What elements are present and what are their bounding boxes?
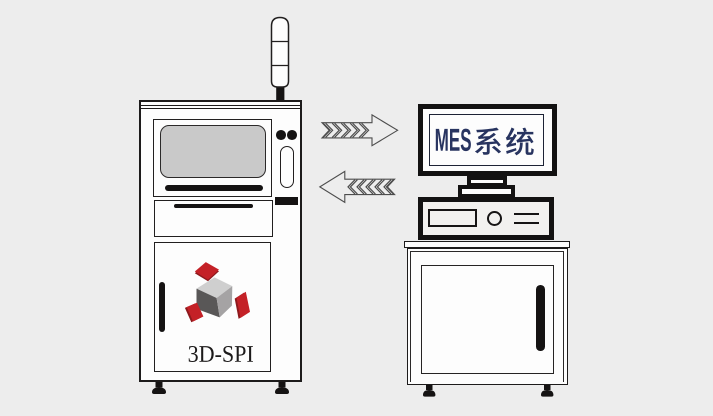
table-cabinet-inner-wall: [409, 251, 565, 383]
pc-unit: [418, 197, 554, 240]
foot-stem: [425, 385, 432, 390]
arrow-to-mes: [320, 113, 399, 147]
spi-logo: [184, 262, 250, 323]
machine-screen-glass: [159, 125, 266, 178]
mes-label-full: MES系统: [0, 0, 1, 1]
foot-stem: [544, 385, 551, 390]
chevron-stripe: [383, 179, 392, 195]
cabinet-top-trim-line: [140, 104, 300, 106]
chevron-stripe: [365, 179, 374, 195]
cube-right-face: [216, 286, 233, 318]
plate-left-face: [186, 302, 204, 322]
chevron-stripe: [322, 122, 332, 138]
chevron-stripe: [352, 122, 361, 138]
foot-stem: [278, 382, 286, 388]
monitor-stand-base: [457, 185, 515, 198]
mes-label-glyph-xi: [474, 127, 502, 155]
spi-logo-cube: [196, 277, 233, 318]
monitor-stand-neck: [466, 175, 507, 187]
chevron-stripe: [358, 179, 367, 195]
table-cabinet-door: [420, 264, 555, 375]
chevron-stripe: [347, 179, 356, 195]
plate-right-face: [236, 291, 250, 318]
cabinet-top-trim-line: [140, 107, 300, 109]
side-vent-plate: [275, 197, 298, 205]
pc-drive-bay: [427, 209, 477, 228]
signal-tower: [270, 16, 290, 100]
machine-foot-right: [275, 382, 289, 394]
chevron-stripe: [356, 179, 365, 195]
foot-stem: [155, 382, 163, 388]
spi-logo-plate-right: [234, 291, 250, 319]
arrow-to-machine: [318, 170, 396, 204]
pc-vent-line: [513, 221, 539, 225]
control-button-right: [287, 130, 297, 141]
machine-label-graphic: [188, 346, 254, 363]
chevron-stripe: [325, 122, 334, 138]
machine-label-glyphs: [188, 346, 254, 363]
chevron-stripe: [358, 122, 368, 138]
arrow-to-machine-chevrons: [347, 179, 394, 195]
pc-vent-line: [513, 212, 539, 215]
plate-top-face: [194, 262, 219, 280]
drawer-handle: [174, 203, 253, 208]
cube-left-face: [196, 288, 220, 318]
chevron-stripe: [331, 122, 341, 138]
chevron-stripe: [334, 122, 343, 138]
machine-keyboard-tray: [164, 184, 263, 191]
mes-label-graphic: [435, 127, 534, 156]
spi-logo-plate-top: [194, 262, 219, 282]
table-top: [404, 240, 570, 248]
arrow-to-machine-outline: [318, 170, 396, 204]
foot-base: [541, 390, 554, 397]
chevron-stripe: [340, 122, 350, 138]
chevron-stripe: [374, 179, 383, 195]
mes-label-glyph-tong: [505, 127, 534, 156]
status-indicator-slot: [279, 146, 294, 188]
spi-logo-plate-left: [184, 302, 204, 323]
foot-base: [422, 390, 435, 397]
arrow-to-mes-outline: [320, 113, 399, 147]
chevron-stripe: [376, 179, 385, 195]
cube-top-face: [196, 277, 233, 298]
table-foot-left: [422, 385, 435, 397]
chevron-stripe: [349, 179, 358, 195]
control-button-left: [275, 130, 286, 141]
table-foot-right: [541, 385, 554, 397]
pc-power-button: [486, 210, 503, 227]
data-flow-arrows: [318, 113, 399, 204]
chevron-stripe: [361, 122, 370, 138]
machine-foot-left: [152, 382, 166, 394]
chevron-stripe: [343, 122, 352, 138]
cabinet-door-handle: [536, 284, 545, 352]
chevron-stripe: [349, 122, 359, 138]
signal-tower-body: [270, 16, 290, 88]
arrow-to-mes-chevrons: [322, 122, 370, 138]
chevron-stripe: [385, 179, 394, 195]
signal-tower-pole: [276, 84, 285, 100]
foot-base: [152, 387, 166, 394]
machine-door-handle: [159, 281, 166, 333]
chevron-stripe: [367, 179, 376, 195]
mes-label-glyphs-latin: [435, 128, 471, 152]
foot-base: [275, 387, 289, 394]
